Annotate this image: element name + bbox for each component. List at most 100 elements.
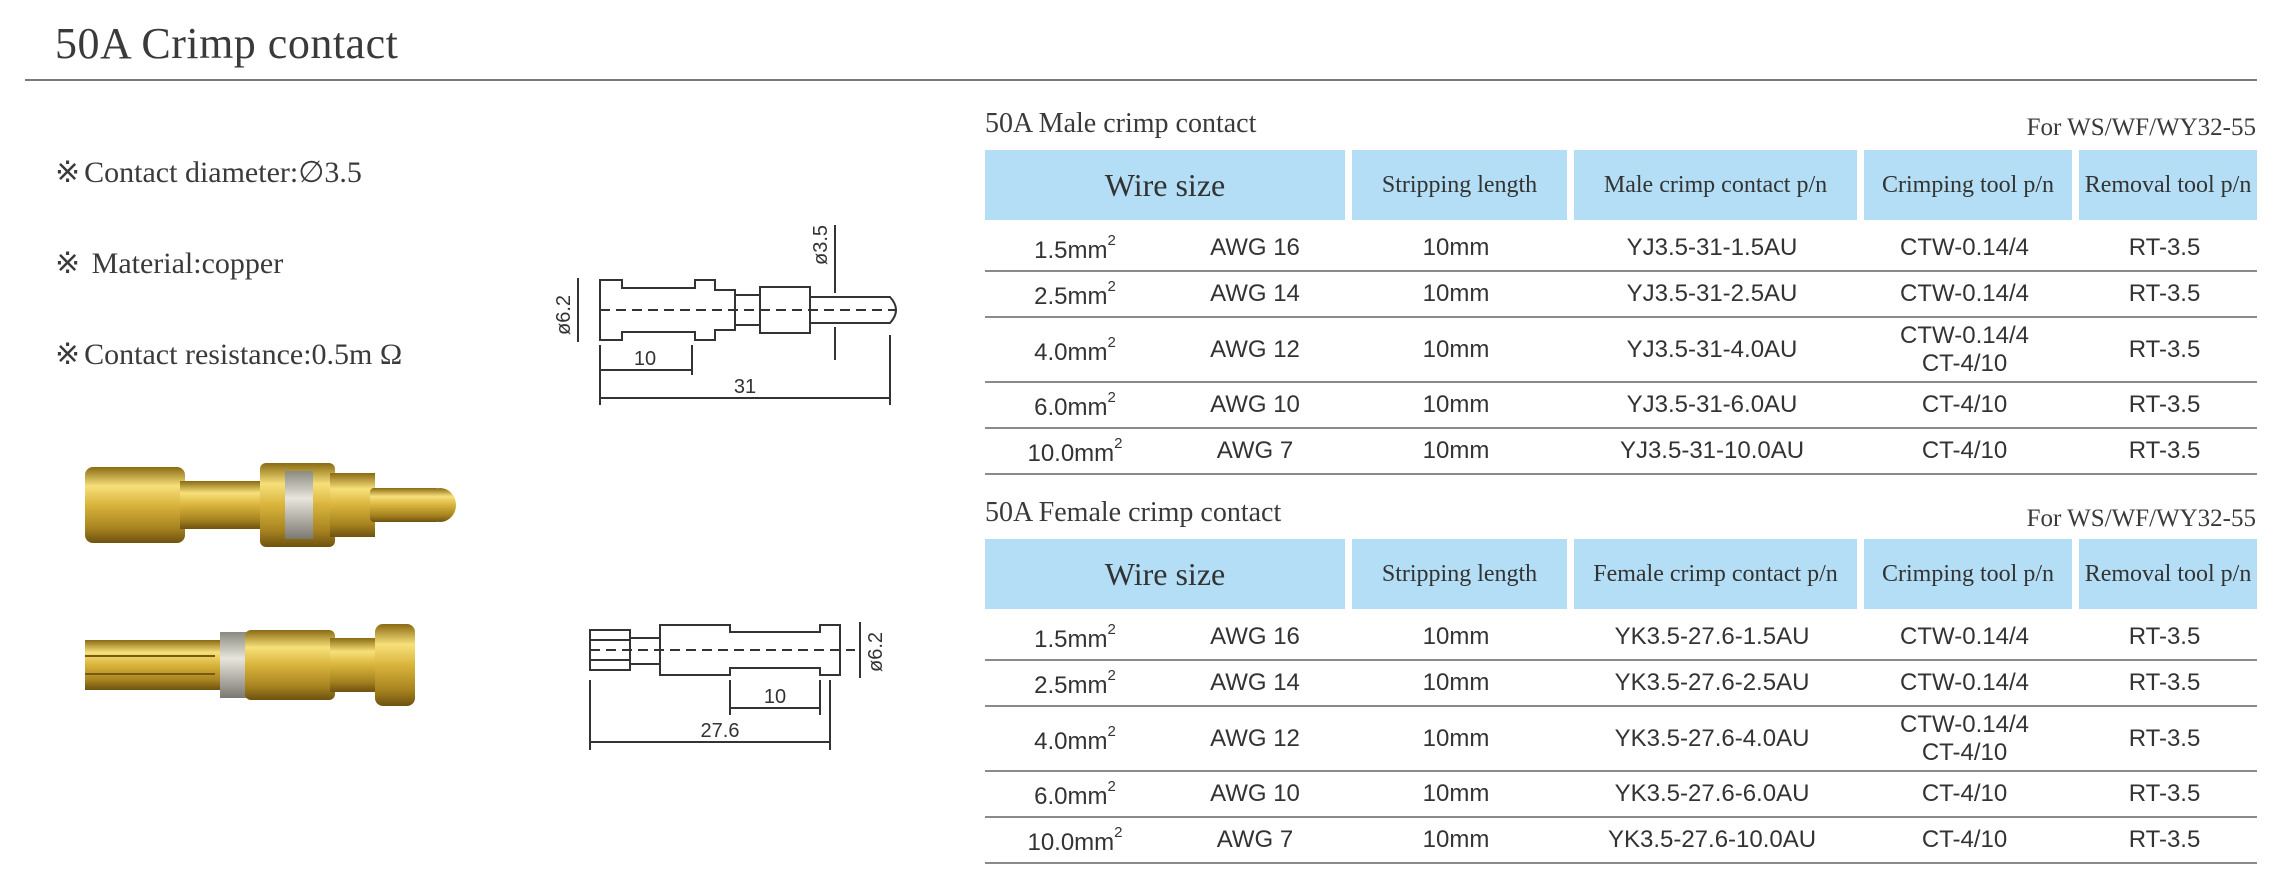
strip-cell: 10mm [1345, 272, 1568, 318]
strip-cell: 10mm [1345, 818, 1568, 864]
page-title: 50A Crimp contact [55, 19, 399, 68]
header-crimping-tool: Crimping tool p/n [1857, 539, 2073, 615]
female-section-title: 50A Female crimp contact [985, 497, 1282, 528]
strip-cell: 10mm [1345, 318, 1568, 383]
wire-mm-cell: 4.0mm2 [985, 318, 1165, 383]
wire-mm-cell: 4.0mm2 [985, 707, 1165, 772]
table-header-row: Wire size Stripping length Male crimp co… [985, 150, 2258, 226]
table-row: 4.0mm2 AWG 12 10mm YJ3.5-31-4.0AU CTW-0.… [985, 318, 2258, 383]
male-body-diameter-label: ø6.2 [553, 295, 575, 335]
removal-tool-cell: RT-3.5 [2072, 661, 2258, 707]
awg-cell: AWG 12 [1165, 707, 1346, 772]
female-contact-table: Wire size Stripping length Female crimp … [985, 539, 2258, 864]
removal-tool-cell: RT-3.5 [2072, 318, 2258, 383]
header-stripping-length: Stripping length [1345, 539, 1568, 615]
table-row: 10.0mm2 AWG 7 10mm YK3.5-27.6-10.0AU CT-… [985, 818, 2258, 864]
removal-tool-cell: RT-3.5 [2072, 429, 2258, 475]
awg-cell: AWG 14 [1165, 272, 1346, 318]
table-row: 2.5mm2 AWG 14 10mm YJ3.5-31-2.5AU CTW-0.… [985, 272, 2258, 318]
male-contact-drawing: ø6.2 ø3.5 10 31 [553, 225, 897, 405]
wire-mm-cell: 6.0mm2 [985, 383, 1165, 429]
header-crimping-tool: Crimping tool p/n [1857, 150, 2073, 226]
spec-contact-diameter: ※Contact diameter:∅3.5 [55, 155, 362, 190]
title-divider [25, 79, 2257, 81]
pn-cell: YK3.5-27.6-10.0AU [1567, 818, 1858, 864]
male-section-title: 50A Male crimp contact [985, 108, 1257, 139]
spec-text: Material:copper [84, 247, 284, 280]
awg-cell: AWG 16 [1165, 226, 1346, 272]
reference-mark-icon: ※ [55, 338, 81, 371]
pn-cell: YJ3.5-31-1.5AU [1567, 226, 1858, 272]
awg-cell: AWG 10 [1165, 383, 1346, 429]
female-contact-drawing: ø6.2 10 27.6 [589, 622, 887, 750]
wire-mm-cell: 1.5mm2 [985, 226, 1165, 272]
wire-mm-cell: 1.5mm2 [985, 615, 1165, 661]
awg-cell: AWG 7 [1165, 429, 1346, 475]
header-removal-tool: Removal tool p/n [2072, 539, 2258, 615]
female-body-diameter-label: ø6.2 [865, 632, 887, 672]
header-stripping-length: Stripping length [1345, 150, 1568, 226]
pn-cell: YK3.5-27.6-4.0AU [1567, 707, 1858, 772]
table-header-row: Wire size Stripping length Female crimp … [985, 539, 2258, 615]
table-row: 1.5mm2 AWG 16 10mm YK3.5-27.6-1.5AU CTW-… [985, 615, 2258, 661]
pn-cell: YK3.5-27.6-2.5AU [1567, 661, 1858, 707]
wire-mm-cell: 2.5mm2 [985, 661, 1165, 707]
strip-cell: 10mm [1345, 772, 1568, 818]
awg-cell: AWG 16 [1165, 615, 1346, 661]
table-row: 1.5mm2 AWG 16 10mm YJ3.5-31-1.5AU CTW-0.… [985, 226, 2258, 272]
strip-cell: 10mm [1345, 429, 1568, 475]
header-contact-pn: Male crimp contact p/n [1567, 150, 1858, 226]
crimp-tool-cell: CT-4/10 [1857, 383, 2073, 429]
strip-cell: 10mm [1345, 707, 1568, 772]
header-wire-size: Wire size [985, 150, 1346, 226]
female-contact-photo [85, 624, 415, 706]
pn-cell: YJ3.5-31-4.0AU [1567, 318, 1858, 383]
awg-cell: AWG 12 [1165, 318, 1346, 383]
female-strip-length-label: 10 [764, 686, 786, 708]
crimp-tool-cell: CT-4/10 [1857, 429, 2073, 475]
header-contact-pn: Female crimp contact p/n [1567, 539, 1858, 615]
table-row: 4.0mm2 AWG 12 10mm YK3.5-27.6-4.0AU CTW-… [985, 707, 2258, 772]
awg-cell: AWG 10 [1165, 772, 1346, 818]
strip-cell: 10mm [1345, 661, 1568, 707]
strip-cell: 10mm [1345, 226, 1568, 272]
male-contact-table: Wire size Stripping length Male crimp co… [985, 150, 2258, 475]
crimp-tool-cell: CTW-0.14/4 [1857, 272, 2073, 318]
male-pin-diameter-label: ø3.5 [810, 225, 832, 265]
reference-mark-icon: ※ [55, 247, 81, 280]
spec-contact-resistance: ※Contact resistance:0.5m Ω [55, 337, 402, 372]
removal-tool-cell: RT-3.5 [2072, 772, 2258, 818]
male-section-note: For WS/WF/WY32-55 [2026, 114, 2256, 141]
table-row: 6.0mm2 AWG 10 10mm YK3.5-27.6-6.0AU CT-4… [985, 772, 2258, 818]
male-strip-length-label: 10 [634, 348, 656, 370]
wire-mm-cell: 10.0mm2 [985, 429, 1165, 475]
removal-tool-cell: RT-3.5 [2072, 818, 2258, 864]
awg-cell: AWG 7 [1165, 818, 1346, 864]
pn-cell: YK3.5-27.6-1.5AU [1567, 615, 1858, 661]
pn-cell: YK3.5-27.6-6.0AU [1567, 772, 1858, 818]
table-row: 2.5mm2 AWG 14 10mm YK3.5-27.6-2.5AU CTW-… [985, 661, 2258, 707]
pn-cell: YJ3.5-31-2.5AU [1567, 272, 1858, 318]
spec-text: Contact resistance:0.5m Ω [84, 338, 403, 371]
wire-mm-cell: 2.5mm2 [985, 272, 1165, 318]
header-wire-size: Wire size [985, 539, 1346, 615]
wire-mm-cell: 6.0mm2 [985, 772, 1165, 818]
removal-tool-cell: RT-3.5 [2072, 707, 2258, 772]
table-row: 6.0mm2 AWG 10 10mm YJ3.5-31-6.0AU CT-4/1… [985, 383, 2258, 429]
removal-tool-cell: RT-3.5 [2072, 383, 2258, 429]
spec-text: Contact diameter:∅3.5 [84, 156, 362, 189]
crimp-tool-cell: CT-4/10 [1857, 818, 2073, 864]
removal-tool-cell: RT-3.5 [2072, 226, 2258, 272]
removal-tool-cell: RT-3.5 [2072, 272, 2258, 318]
header-removal-tool: Removal tool p/n [2072, 150, 2258, 226]
spec-material: ※ Material:copper [55, 246, 283, 281]
crimp-tool-cell: CT-4/10 [1857, 772, 2073, 818]
removal-tool-cell: RT-3.5 [2072, 615, 2258, 661]
awg-cell: AWG 14 [1165, 661, 1346, 707]
pn-cell: YJ3.5-31-10.0AU [1567, 429, 1858, 475]
strip-cell: 10mm [1345, 383, 1568, 429]
reference-mark-icon: ※ [55, 156, 81, 189]
female-section-note: For WS/WF/WY32-55 [2026, 505, 2256, 532]
